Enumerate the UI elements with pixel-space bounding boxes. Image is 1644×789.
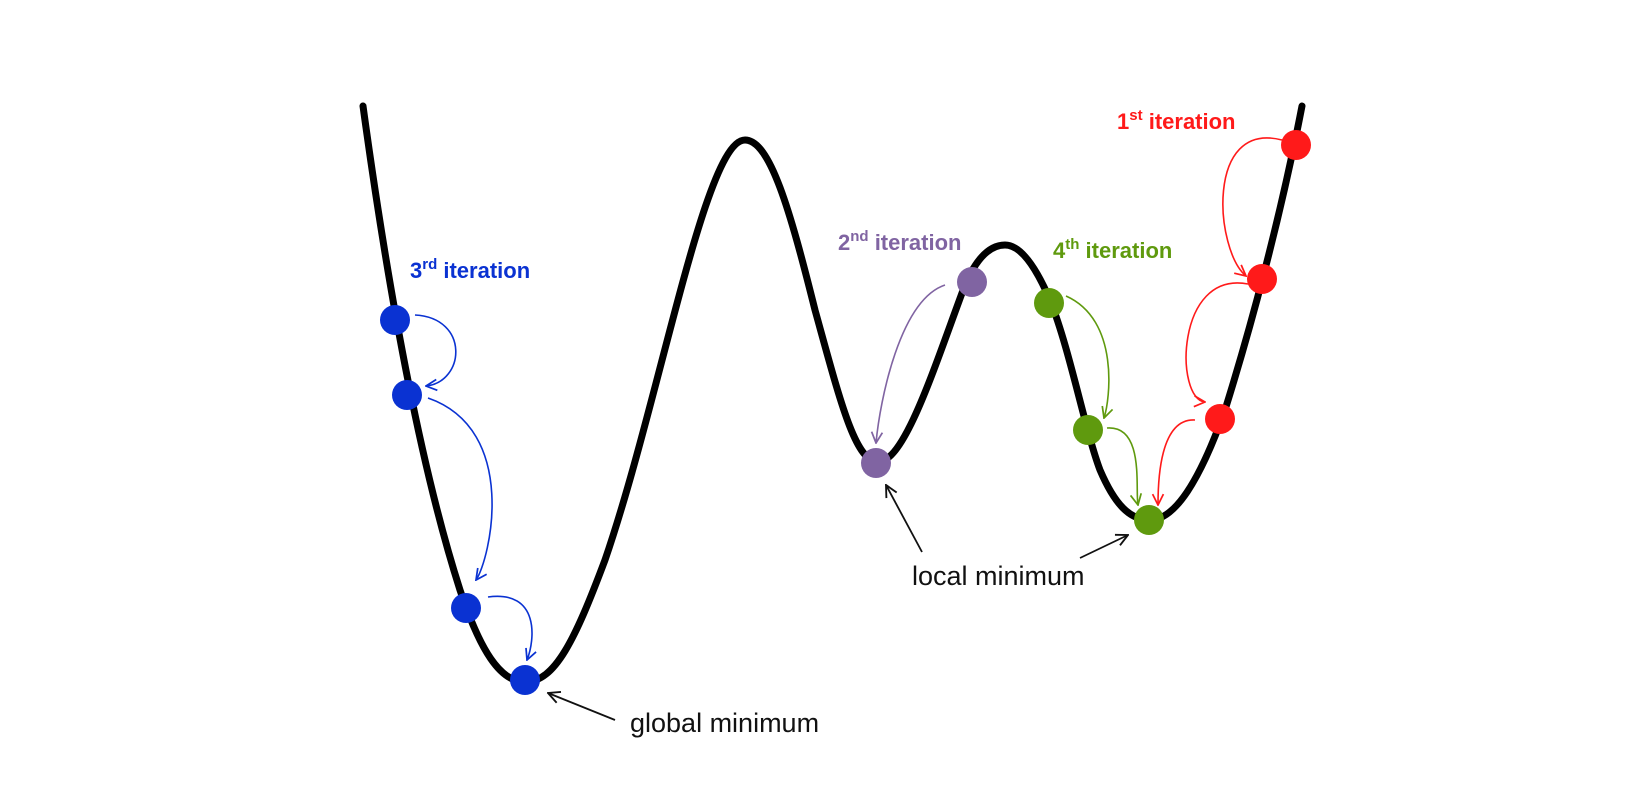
loss-curve [359, 102, 1306, 686]
iteration-3-arrow-b [427, 397, 493, 580]
iteration-3-point-3 [451, 593, 481, 623]
local-minimum-pointer [886, 485, 923, 553]
iteration-4-point-2 [1073, 415, 1103, 445]
global-minimum-pointer [548, 693, 616, 721]
iteration-1-point-3 [1205, 404, 1235, 434]
iteration-2-point-2 [861, 448, 891, 478]
iteration-4-label: 4th iteration [1053, 236, 1172, 263]
iteration-3-arrow-a [414, 314, 457, 386]
iteration-4-arrow-a [1065, 295, 1109, 418]
iteration-4-arrow-b [1106, 427, 1138, 505]
iteration-1-label: 1st iteration [1117, 107, 1236, 134]
iteration-4-point-1 [1034, 288, 1064, 318]
iteration-1-arrow-a [1222, 137, 1283, 276]
iteration-2-point-1 [957, 267, 987, 297]
local-minimum-pointer-right [1079, 535, 1128, 559]
iteration-1-point-1 [1281, 130, 1311, 160]
iteration-2-arrow [876, 284, 946, 443]
local-minimum-label: local minimum [912, 561, 1085, 591]
iteration-3-point-1 [380, 305, 410, 335]
iteration-3-arrow-c [487, 595, 532, 660]
iteration-3-point-2 [392, 380, 422, 410]
iteration-4-point-3 [1134, 505, 1164, 535]
iteration-3-point-4 [510, 665, 540, 695]
global-minimum-label: global minimum [630, 708, 819, 738]
iteration-1-point-2 [1247, 264, 1277, 294]
iteration-1-arrow-b [1185, 282, 1249, 402]
iteration-2-label: 2nd iteration [838, 228, 961, 255]
iteration-3-label: 3rd iteration [410, 256, 530, 283]
iteration-1-arrow-c [1158, 419, 1196, 505]
